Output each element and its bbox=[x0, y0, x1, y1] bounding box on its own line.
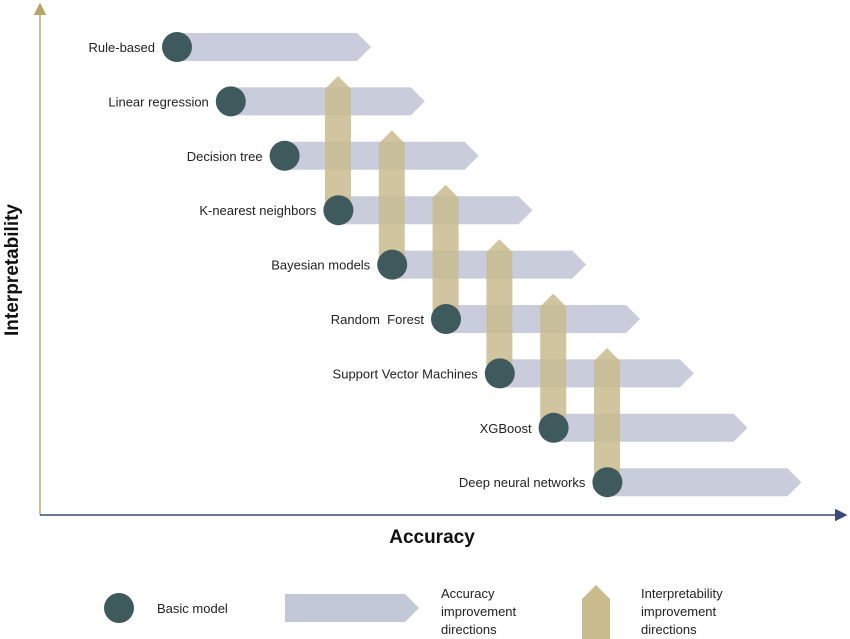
interpretability-arrow bbox=[540, 293, 567, 428]
legend-interpretability-arrow bbox=[582, 585, 610, 639]
y-axis-title: Interpretability bbox=[2, 204, 23, 336]
model-label: Linear regression bbox=[108, 94, 208, 109]
interpretability-arrow bbox=[432, 184, 459, 319]
legend-accuracy-label-1: Accuracy bbox=[441, 586, 495, 601]
interpretability-arrows bbox=[325, 76, 620, 483]
legend: Basic model Accuracy improvement directi… bbox=[104, 585, 723, 639]
legend-interpretability-label-1: Interpretability bbox=[641, 586, 723, 601]
model-label: Support Vector Machines bbox=[333, 366, 479, 381]
model-dot bbox=[431, 304, 461, 334]
model-dot bbox=[215, 86, 246, 117]
model-label: XGBoost bbox=[480, 421, 532, 436]
model-label: Decision tree bbox=[187, 149, 263, 164]
model-label: K-nearest neighbors bbox=[199, 203, 317, 218]
legend-interpretability-label-3: directions bbox=[641, 622, 697, 637]
legend-accuracy-arrow bbox=[285, 594, 419, 622]
legend-basic-model-dot bbox=[104, 593, 134, 623]
model-dot bbox=[269, 140, 300, 171]
model-label: Random Forest bbox=[331, 312, 425, 327]
model-label: Bayesian models bbox=[271, 258, 370, 273]
accuracy-arrow bbox=[177, 33, 371, 61]
model-label: Deep neural networks bbox=[459, 475, 586, 490]
model-dot bbox=[592, 467, 623, 498]
accuracy-arrow bbox=[607, 468, 802, 497]
model-dot bbox=[323, 195, 354, 226]
x-axis-title: Accuracy bbox=[389, 527, 475, 548]
accuracy-arrow bbox=[553, 413, 748, 442]
model-dot bbox=[162, 32, 192, 62]
legend-basic-model-label: Basic model bbox=[157, 601, 228, 616]
legend-accuracy-label-2: improvement bbox=[441, 604, 517, 619]
model-dot bbox=[377, 249, 408, 280]
model-dot bbox=[484, 358, 515, 389]
legend-accuracy-label-3: directions bbox=[441, 622, 497, 637]
model-label: Rule-based bbox=[89, 40, 156, 55]
model-dots bbox=[162, 32, 623, 498]
interpretability-arrow bbox=[378, 130, 405, 265]
interpretability-arrow bbox=[594, 348, 620, 483]
interpretability-arrow bbox=[486, 239, 513, 374]
legend-interpretability-label-2: improvement bbox=[641, 604, 717, 619]
interpretability-arrow bbox=[325, 76, 351, 211]
model-dot bbox=[538, 412, 569, 443]
